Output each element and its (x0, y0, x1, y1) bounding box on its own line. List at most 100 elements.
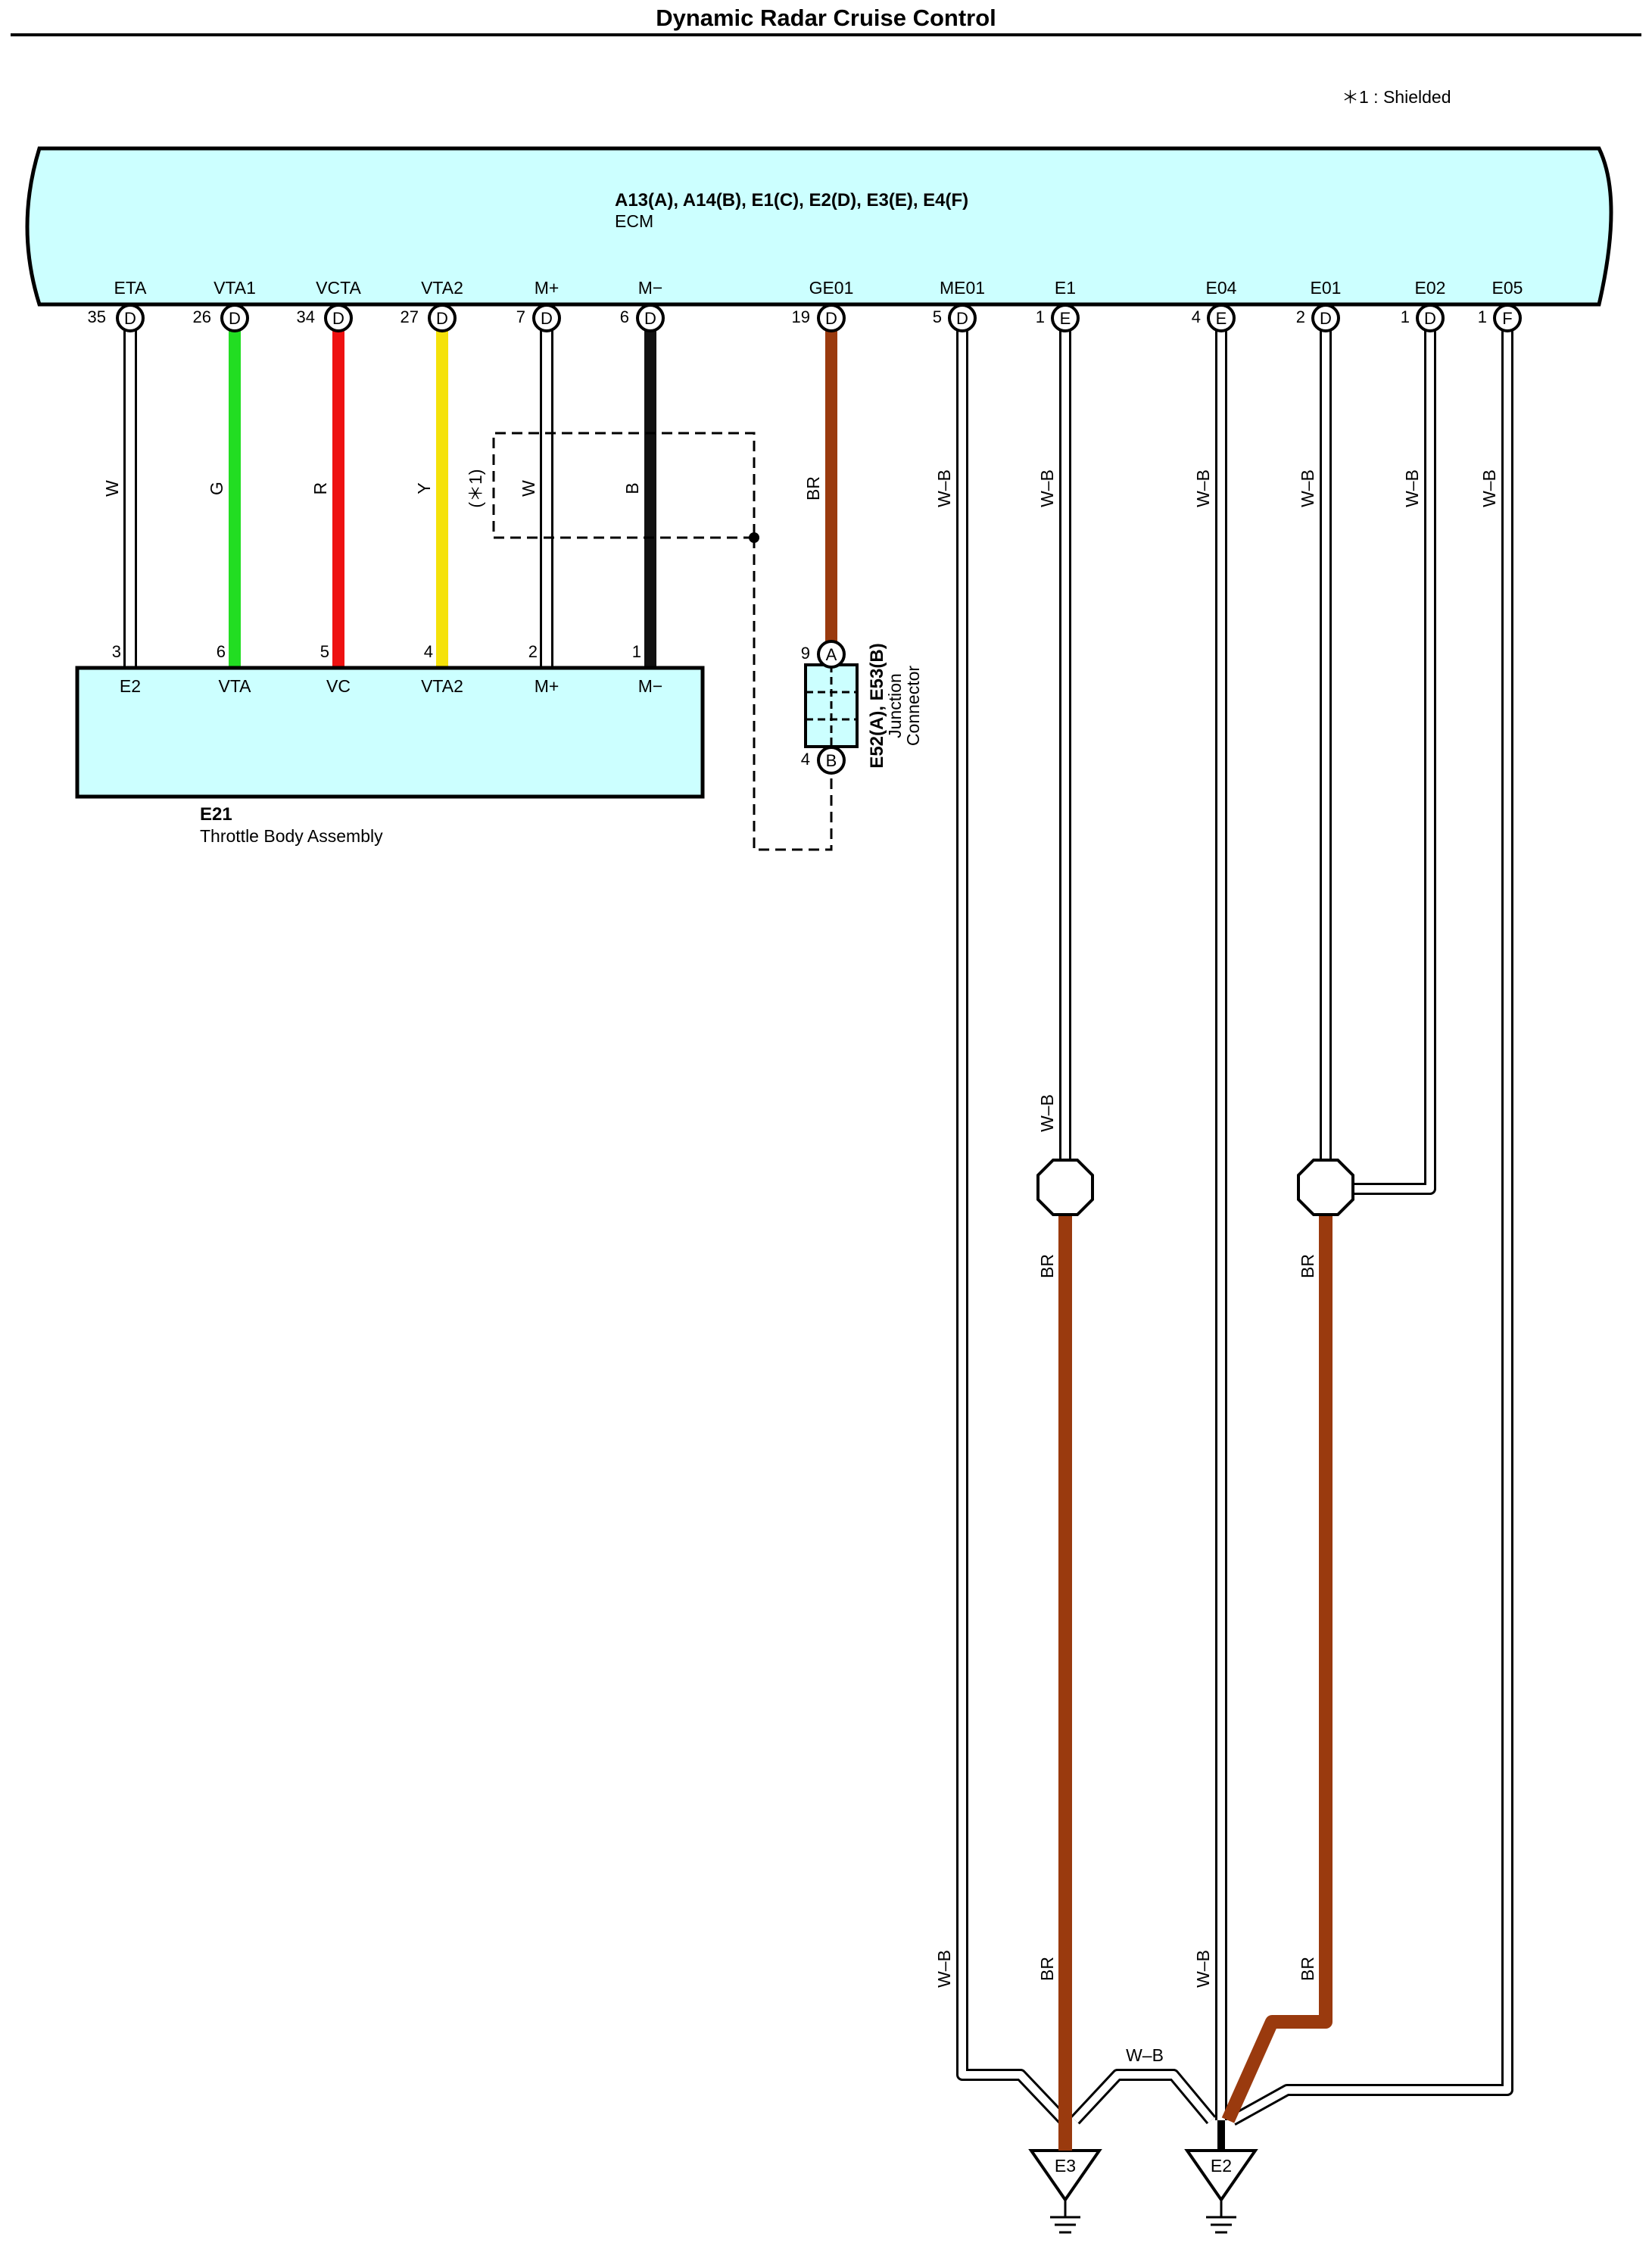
wire-code-m-plus: W (519, 480, 538, 497)
wire-code-e1: W–B (1037, 469, 1057, 507)
svg-text:19: 19 (792, 307, 810, 326)
wire-code-e01: W–B (1298, 469, 1317, 507)
svg-text:27: 27 (401, 307, 419, 326)
svg-text:D: D (956, 309, 968, 328)
wire-code-vcta: R (310, 482, 330, 495)
svg-text:D: D (332, 309, 344, 328)
pin-me01: 5 D (933, 304, 977, 332)
wire-br-e2 (1221, 1212, 1333, 2123)
svg-text:D: D (229, 309, 241, 328)
pin-e04: 4 E (1192, 304, 1236, 332)
shield-junction-dot (749, 532, 759, 543)
svg-text:F: F (1502, 309, 1512, 328)
terminal-e1: E1 (1055, 278, 1076, 298)
tb-connector: E21 (200, 804, 232, 825)
svg-text:6: 6 (620, 307, 629, 326)
tb-pin-e2: 3 (112, 642, 121, 661)
shield-note: ＊1 : Shielded (1342, 87, 1451, 107)
svg-text:7: 7 (516, 307, 525, 326)
pin-e01: 2 D (1296, 304, 1340, 332)
label-e1-br: BR (1037, 1254, 1057, 1278)
jc-label-junction: Junction (885, 673, 905, 738)
tb-terminal-m-plus: M+ (535, 676, 559, 696)
wire-code-me01: W–B (934, 469, 954, 507)
ecm-connector-list: A13(A), A14(B), E1(C), E2(D), E3(E), E4(… (615, 190, 968, 211)
tb-terminal-m-minus: M− (638, 676, 663, 696)
ecm-terminal-labels: ETA VTA1 VCTA VTA2 M+ M− GE01 ME01 E1 E0… (114, 278, 1523, 298)
pin-e05: 1 F (1478, 304, 1522, 332)
tb-pin-vta: 6 (217, 642, 226, 661)
label-e1-lower: W–B (1037, 1094, 1057, 1132)
pin-e02: 1 D (1401, 304, 1445, 332)
pin-vta2: 27 D (401, 304, 457, 332)
jc-pin-a (817, 640, 846, 669)
label-me01-bottom: W–B (934, 1950, 954, 1988)
pin-vcta: 34 D (297, 304, 353, 332)
ground-e2: E2 (1184, 2149, 1258, 2234)
label-cross-wb: W–B (1126, 2045, 1164, 2065)
wire-cross-wb (1071, 2069, 1217, 2125)
jc-pin-b (817, 746, 846, 775)
ground-e3: E3 (1028, 2149, 1102, 2234)
terminal-m-plus: M+ (535, 278, 559, 298)
wire-code-ge01: BR (803, 476, 823, 501)
svg-text:E: E (1060, 309, 1071, 328)
svg-text:5: 5 (933, 307, 942, 326)
terminal-eta: ETA (114, 278, 147, 298)
svg-text:26: 26 (193, 307, 211, 326)
shield-outline (492, 432, 833, 851)
jc-label-connector: Connector (903, 666, 923, 746)
tb-pin-m-minus: 1 (632, 642, 641, 661)
jc-pin-b-number: 4 (801, 750, 810, 769)
tb-name: Throttle Body Assembly (200, 826, 383, 846)
label-e04-bottom: W–B (1193, 1950, 1213, 1988)
wire-code-vta1: G (207, 482, 226, 495)
terminal-m-minus: M− (638, 278, 663, 298)
splice-e1 (1036, 1159, 1094, 1216)
svg-text:D: D (124, 309, 136, 328)
lower-wire-labels: W–B BR BR W–B BR W–B BR W–B (934, 1094, 1317, 2065)
tb-terminal-vc: VC (326, 676, 351, 696)
pin-ge01: 19 D (792, 304, 846, 332)
tb-terminal-e2: E2 (120, 676, 141, 696)
svg-text:D: D (1320, 309, 1332, 328)
ground-e3-label: E3 (1055, 2156, 1076, 2176)
terminal-e05: E05 (1492, 278, 1523, 298)
svg-text:2: 2 (1296, 307, 1305, 326)
svg-text:1: 1 (1478, 307, 1487, 326)
svg-text:35: 35 (88, 307, 106, 326)
wire-code-e04: W–B (1193, 469, 1213, 507)
svg-text:34: 34 (297, 307, 315, 326)
svg-text:D: D (1424, 309, 1436, 328)
terminal-vcta: VCTA (316, 278, 361, 298)
wire-e02 (1348, 329, 1436, 1195)
svg-text:D: D (541, 309, 553, 328)
label-e01-br: BR (1298, 1254, 1317, 1278)
terminal-e01: E01 (1311, 278, 1342, 298)
ground-e2-label: E2 (1211, 2156, 1232, 2176)
pin-m-plus: 7 D (516, 304, 561, 332)
throttle-body-component: 3 6 5 4 2 1 E2 VTA VC VTA2 M+ M− E21 Thr… (75, 642, 705, 846)
tb-pin-vta2: 4 (424, 642, 433, 661)
wire-code-eta: W (102, 480, 122, 497)
ecm-component: A13(A), A14(B), E1(C), E2(D), E3(E), E4(… (25, 146, 1613, 307)
pin-eta: 35 D (88, 304, 145, 332)
terminal-e04: E04 (1206, 278, 1237, 298)
wire-code-e05: W–B (1479, 469, 1499, 507)
wire-code-labels: W G R Y (＊1) W B BR W–B W–B W–B W–B W–B … (102, 469, 1499, 507)
junction-connector: 9 A 4 B E52(A), E53(B) Junction Connecto… (801, 640, 923, 775)
jc-pin-a-number: 9 (801, 644, 810, 663)
tb-pin-vc: 5 (320, 642, 329, 661)
diagram-title: Dynamic Radar Cruise Control (656, 5, 996, 31)
terminal-e02: E02 (1415, 278, 1446, 298)
svg-text:1: 1 (1036, 307, 1045, 326)
pin-vta1: 26 D (193, 304, 249, 332)
wire-code-e02: W–B (1402, 469, 1422, 507)
pin-e1: 1 E (1036, 304, 1080, 332)
svg-text:E: E (1216, 309, 1227, 328)
wire-me01 (956, 329, 1068, 2125)
jc-conn-a: A (826, 645, 837, 664)
svg-text:4: 4 (1192, 307, 1201, 326)
tb-pin-m-plus: 2 (528, 642, 538, 661)
jc-connector-ids: E52(A), E53(B) (867, 643, 887, 768)
